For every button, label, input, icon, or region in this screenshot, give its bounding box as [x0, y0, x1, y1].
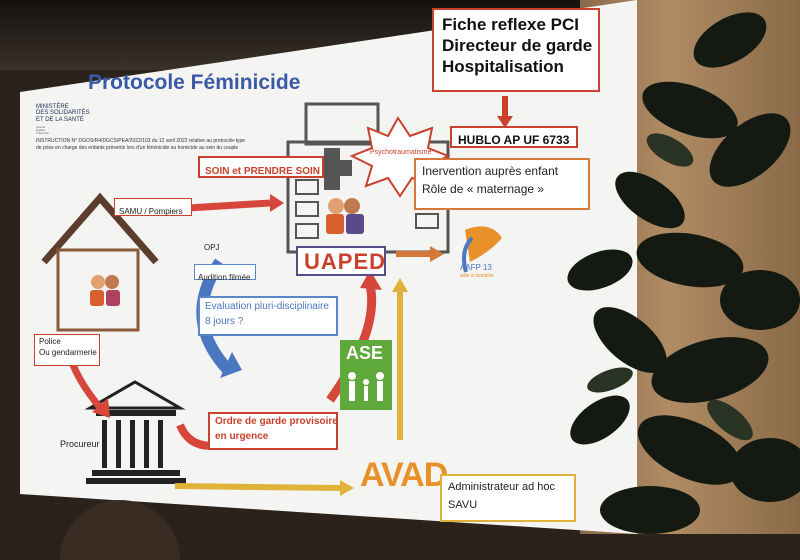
- hublo-label: HUBLO AP UF 6733: [458, 133, 570, 147]
- fiche-reflexe-box: Fiche reflexe PCI Directeur de garde Hos…: [432, 8, 600, 92]
- plant-foliage: [567, 12, 800, 534]
- audition-label: Audition filmée: [198, 273, 251, 282]
- police-line-2: Ou gendarmerie: [39, 348, 97, 358]
- aafp-sub-label: aide à domicile: [460, 273, 494, 279]
- fiche-line-1: Fiche reflexe PCI: [442, 15, 580, 34]
- house-roof-icon: [41, 192, 159, 265]
- opj-label: OPJ: [204, 243, 220, 252]
- slide-title: Protocole Féminicide: [88, 71, 301, 94]
- evaluation-line-2: 8 jours ?: [205, 315, 244, 327]
- psycho-label: Psychotraumatisme: [370, 149, 432, 156]
- administrateur-line-2: SAVU: [448, 498, 478, 511]
- arrow-line: [187, 199, 271, 212]
- avad-logo: AVAD: [360, 456, 448, 494]
- fiche-line-3: Hospitalisation: [442, 56, 564, 76]
- uaped-box: UAPED: [296, 246, 386, 276]
- intervention-line-1: Inervention auprès enfant: [422, 164, 559, 178]
- family-icon: [348, 372, 384, 401]
- intervention-line-2: Rôle de « maternage »: [422, 181, 545, 196]
- hublo-box: HUBLO AP UF 6733: [450, 126, 578, 148]
- soin-label: SOIN et PRENDRE SOIN: [205, 166, 321, 177]
- soin-box: SOIN et PRENDRE SOIN: [198, 156, 324, 178]
- house-wall-icon: [56, 248, 140, 332]
- audition-box: Audition filmée: [194, 264, 256, 282]
- administrateur-line-1: Administrateur ad hoc: [448, 481, 555, 493]
- evaluation-line-1: Evaluation pluri-disciplinaire: [205, 301, 329, 312]
- police-box: Police Ou gendarmerie: [34, 334, 100, 366]
- child-icon: [105, 275, 119, 289]
- ordre-line-1: Ordre de garde provisoire: [215, 416, 338, 427]
- ase-logo: ASE: [340, 340, 392, 410]
- child-icon: [91, 275, 105, 289]
- ordre-box: Ordre de garde provisoire en urgence: [208, 412, 338, 450]
- procureur-label: Procureur: [60, 439, 100, 449]
- motto-label: Liberté Égalité Fraternité: [36, 125, 49, 136]
- samu-label: SAMU / Pompiers: [119, 207, 183, 216]
- fiche-line-2: Directeur de garde: [442, 35, 593, 55]
- ordre-line-2: en urgence: [215, 430, 269, 442]
- courthouse-icon: [84, 380, 186, 410]
- ase-label: ASE: [346, 343, 384, 363]
- evaluation-box: Evaluation pluri-disciplinaire 8 jours ?: [198, 296, 338, 336]
- instruction-line-1: INSTRUCTION N° DGOS/R4/DGCS/PEA/2022/103…: [36, 138, 246, 144]
- aafp-logo-icon: [465, 226, 502, 262]
- samu-box: SAMU / Pompiers: [114, 198, 192, 216]
- aafp-label: AAFP 13: [460, 263, 492, 272]
- projection-screen: MINISTÈRE DES SOLIDARITÉS ET DE LA SANTÉ…: [20, 0, 640, 534]
- administrateur-box: Administrateur ad hoc SAVU: [440, 474, 576, 522]
- instruction-line-2: de prise en charge des enfants présents …: [36, 145, 239, 151]
- ministry-label: MINISTÈRE DES SOLIDARITÉS ET DE LA SANTÉ: [36, 104, 90, 123]
- intervention-box: Inervention auprès enfant Rôle de « mate…: [414, 158, 590, 210]
- police-line-1: Police: [39, 337, 61, 346]
- uaped-label: UAPED: [304, 249, 387, 274]
